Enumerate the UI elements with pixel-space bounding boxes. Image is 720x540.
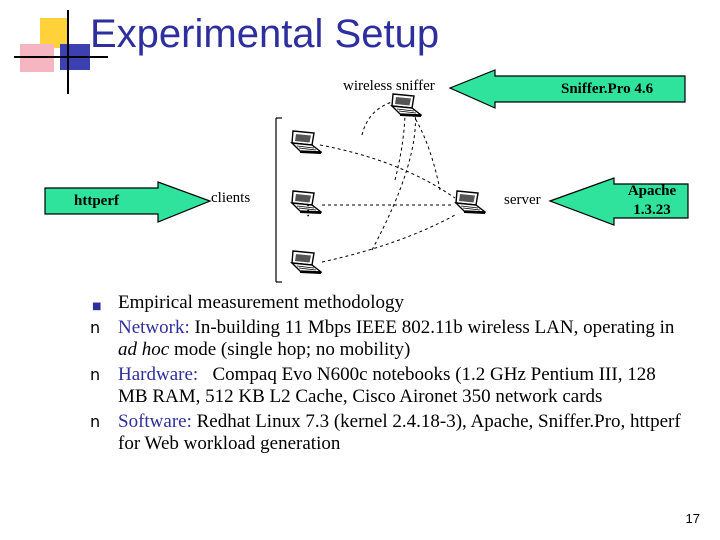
decoration-yellow-block (40, 18, 68, 48)
setup-diagram (44, 69, 689, 283)
clients-label: clients (211, 190, 251, 206)
httperf-label: httperf (74, 193, 119, 209)
httperf-arrow (44, 181, 212, 223)
clients-ellipsis: … (297, 203, 313, 218)
software-label: Software: (118, 411, 192, 432)
decoration-horizontal-line (14, 56, 108, 58)
apache-label-line1: Apache (627, 183, 677, 199)
decoration-vertical-line (67, 10, 69, 94)
server-label: server (504, 192, 541, 208)
n-bullet-icon: n (90, 412, 101, 431)
bullet-methodology: ■ Empirical measurement methodology (88, 292, 688, 314)
square-bullet-icon: ■ (92, 301, 102, 312)
bullet-software: n Software: Redhat Linux 7.3 (kernel 2.4… (90, 411, 681, 454)
sniffer-tool-arrow (448, 69, 686, 109)
client-laptop-icon (291, 250, 322, 275)
wireless-sniffer-label: wireless sniffer (343, 78, 435, 94)
sniffer-tool-label: Sniffer.Pro 4.6 (561, 81, 654, 97)
bullet-network: n Network: In-building 11 Mbps IEEE 802.… (90, 317, 675, 360)
page-title: Experimental Setup (90, 12, 440, 56)
client-laptop-icon (291, 130, 322, 155)
n-bullet-icon: n (90, 365, 101, 384)
hardware-label: Hardware: (118, 364, 199, 385)
n-bullet-icon: n (90, 318, 101, 337)
sniffer-laptop-icon (391, 93, 422, 118)
server-laptop-icon (455, 190, 486, 215)
network-label: Network: (118, 317, 190, 338)
apache-arrow (548, 177, 689, 226)
bullet-list: ■ Empirical measurement methodology n Ne… (88, 292, 688, 458)
decoration-pink-block (20, 44, 54, 72)
wireless-links (319, 101, 456, 263)
apache-label-line2: 1.3.23 (633, 202, 671, 218)
page-number: 17 (685, 511, 700, 526)
bullet-hardware: n Hardware: Compaq Evo N600c notebooks (… (90, 364, 661, 407)
